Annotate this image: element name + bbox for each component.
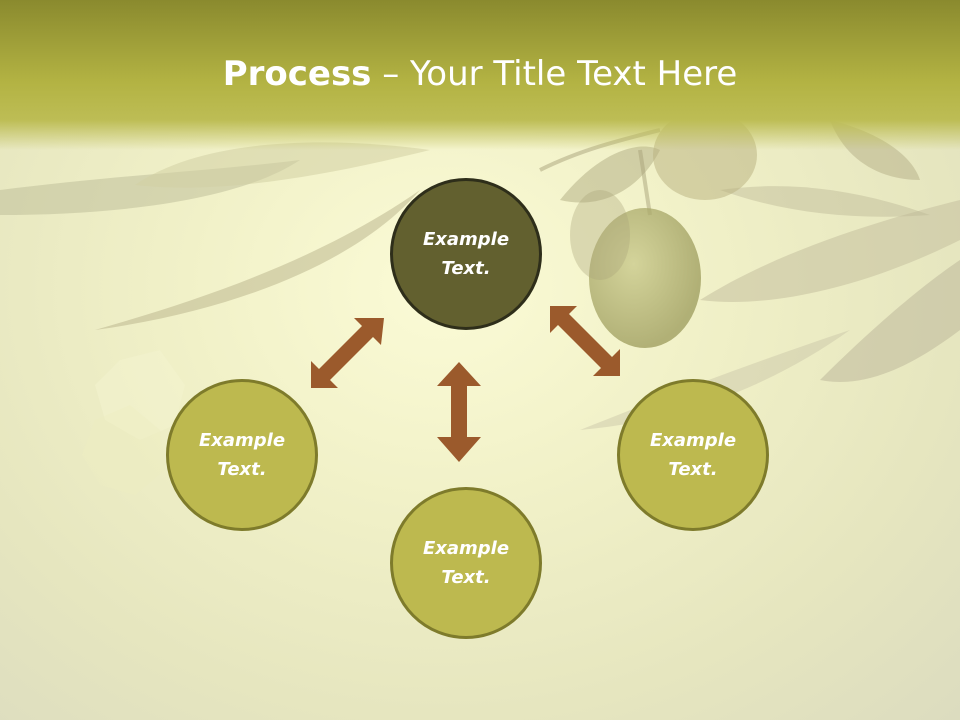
title-rest: – Your Title Text Here bbox=[371, 54, 738, 94]
title-bar bbox=[0, 0, 960, 150]
node-text-line1: Example bbox=[422, 538, 510, 559]
left-connector-arrow bbox=[311, 318, 384, 388]
title-bold: Process bbox=[222, 54, 372, 94]
node-text-line1: Example bbox=[198, 430, 286, 451]
process-node-bottom[interactable]: Example Text. bbox=[390, 487, 542, 639]
node-text-line1: Example bbox=[649, 430, 737, 451]
slide-title[interactable]: Process – Your Title Text Here bbox=[0, 52, 960, 96]
process-node-left[interactable]: Example Text. bbox=[166, 379, 318, 531]
node-text-line2: Text. bbox=[217, 459, 267, 480]
node-text-line2: Text. bbox=[668, 459, 718, 480]
process-node-center[interactable]: Example Text. bbox=[390, 178, 542, 330]
process-node-right[interactable]: Example Text. bbox=[617, 379, 769, 531]
bottom-connector-arrow bbox=[437, 362, 481, 462]
right-connector-arrow bbox=[550, 306, 620, 376]
node-text-line1: Example bbox=[422, 229, 510, 250]
node-text-line2: Text. bbox=[441, 567, 491, 588]
node-text-line2: Text. bbox=[441, 258, 491, 279]
